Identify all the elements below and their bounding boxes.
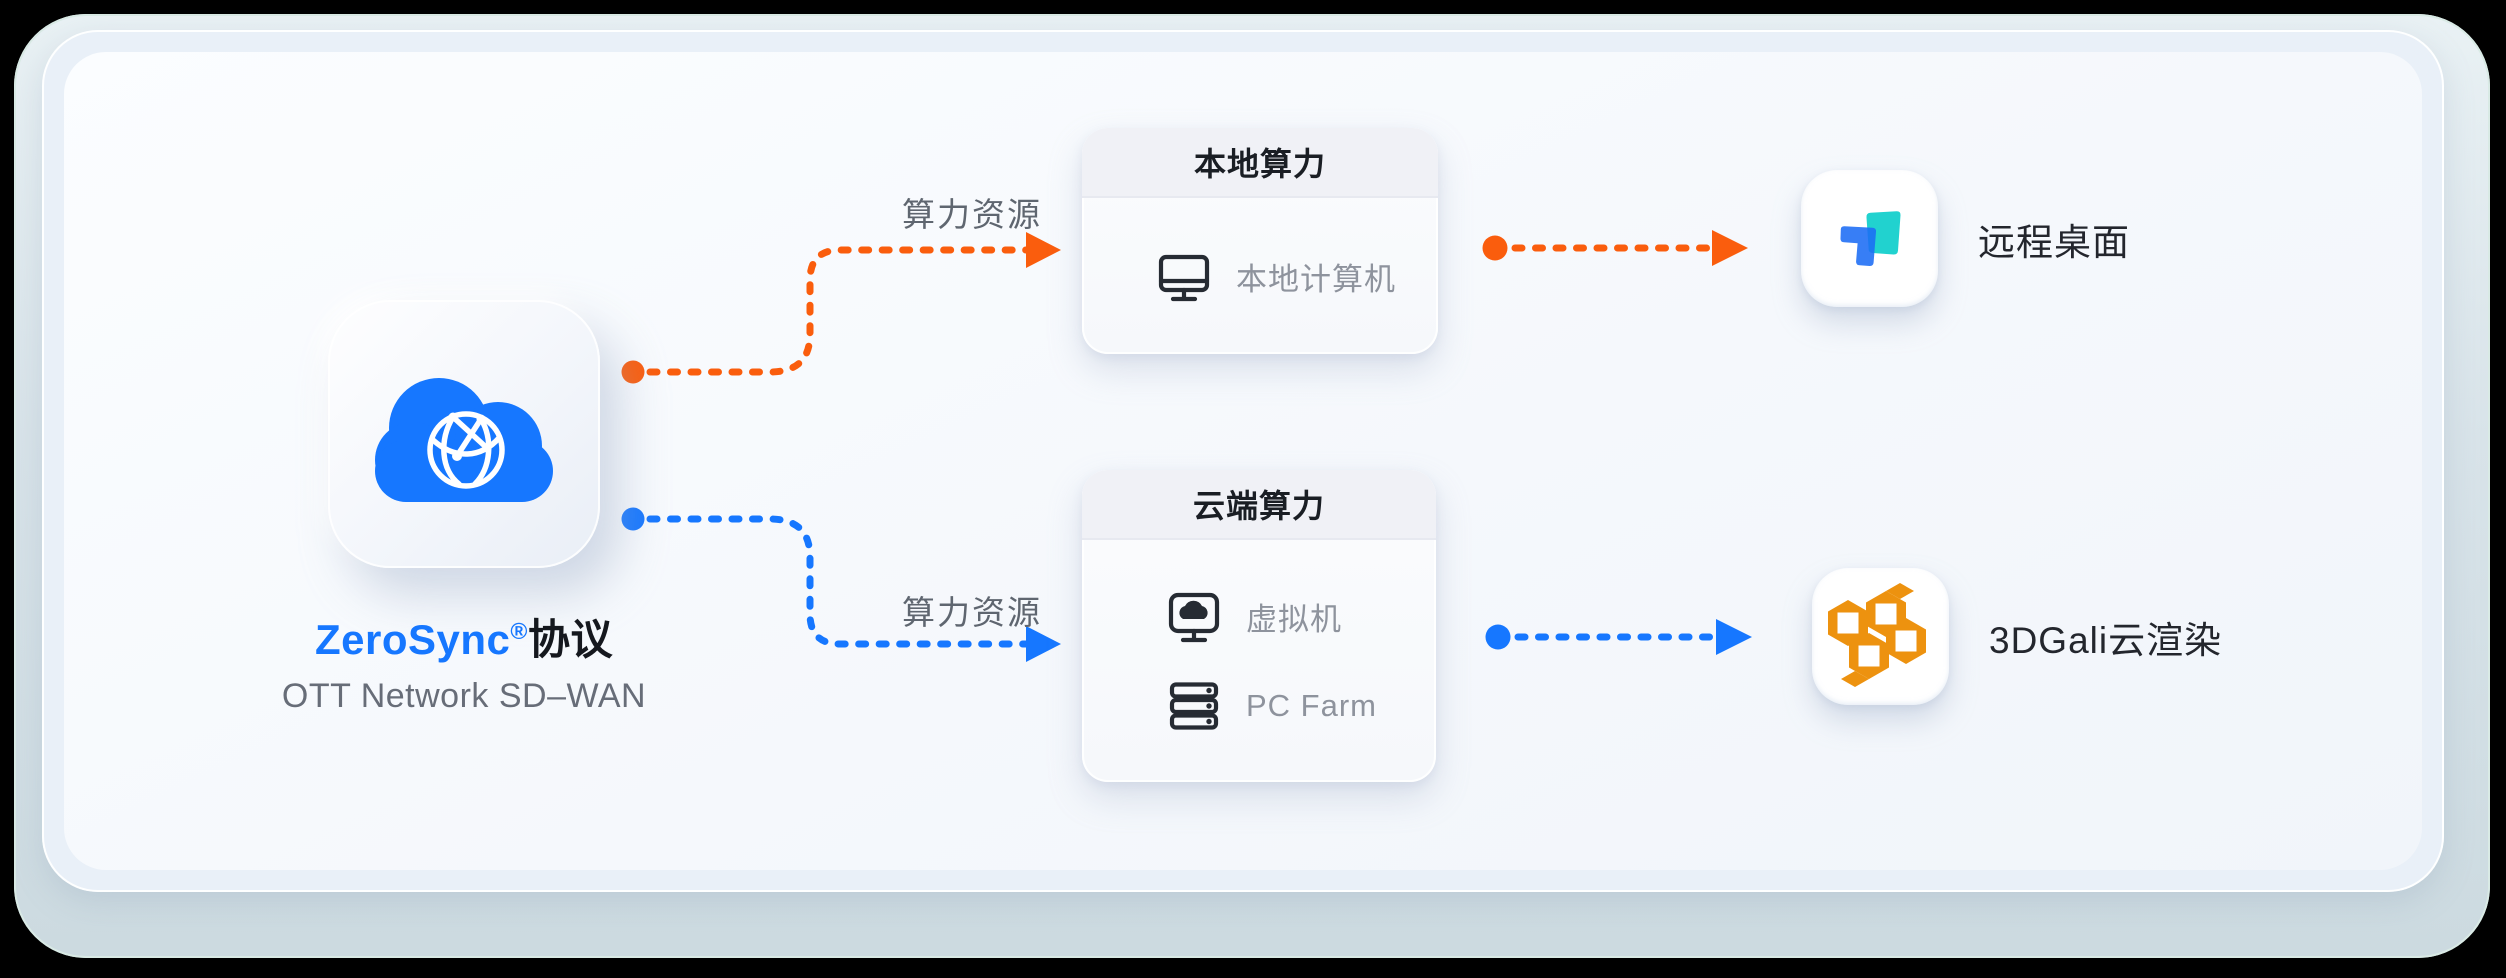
orange-flow-elbow bbox=[621, 232, 1061, 384]
cloud-box-header: 云端算力 bbox=[1082, 470, 1436, 540]
3dgali-app-icon bbox=[1812, 568, 1949, 705]
endpoint-label: 3DGali云渲染 bbox=[1989, 619, 2223, 661]
list-item: PC Farm bbox=[1166, 677, 1436, 735]
cloud-item-label: PC Farm bbox=[1246, 688, 1377, 723]
zerosync-subtitle: OTT Network SD–WAN bbox=[281, 677, 647, 715]
desktop-monitor-icon bbox=[1158, 254, 1210, 302]
server-stack-icon bbox=[1169, 682, 1219, 730]
protocol-suffix: 协议 bbox=[527, 616, 613, 663]
flow-label-local: 算力资源 bbox=[902, 196, 1042, 233]
flow-label-cloud: 算力资源 bbox=[902, 594, 1042, 631]
cloud-item-label: 虚拟机 bbox=[1246, 601, 1342, 637]
endpoint-remote-desktop: 远程桌面 bbox=[1801, 170, 2130, 307]
zerosync-title: ZeroSync®协议 bbox=[214, 606, 714, 667]
blue-flow-elbow bbox=[621, 507, 1061, 662]
cloud-vm-monitor-icon bbox=[1168, 592, 1220, 643]
list-item: 虚拟机 bbox=[1166, 587, 1436, 645]
brand-name: ZeroSync® bbox=[315, 616, 528, 663]
zerosync-caption: ZeroSync®协议 OTT Network SD–WAN bbox=[214, 606, 714, 716]
orange-flow-straight bbox=[1482, 230, 1748, 266]
local-box-header: 本地算力 bbox=[1082, 128, 1438, 198]
list-item: 本地计算机 bbox=[1156, 247, 1438, 305]
local-item-label: 本地计算机 bbox=[1236, 261, 1396, 297]
blue-flow-straight bbox=[1485, 619, 1752, 655]
cloud-compute-box: 云端算力 虚拟机 bbox=[1082, 470, 1436, 782]
endpoint-3dgali: 3DGali云渲染 bbox=[1812, 568, 2222, 705]
registered-mark: ® bbox=[510, 618, 528, 644]
cloud-network-icon bbox=[375, 378, 553, 502]
endpoint-label: 远程桌面 bbox=[1978, 221, 2130, 263]
todesk-app-icon bbox=[1801, 170, 1938, 307]
local-compute-box: 本地算力 本地计算机 bbox=[1082, 128, 1438, 354]
zerosync-node bbox=[328, 300, 600, 568]
